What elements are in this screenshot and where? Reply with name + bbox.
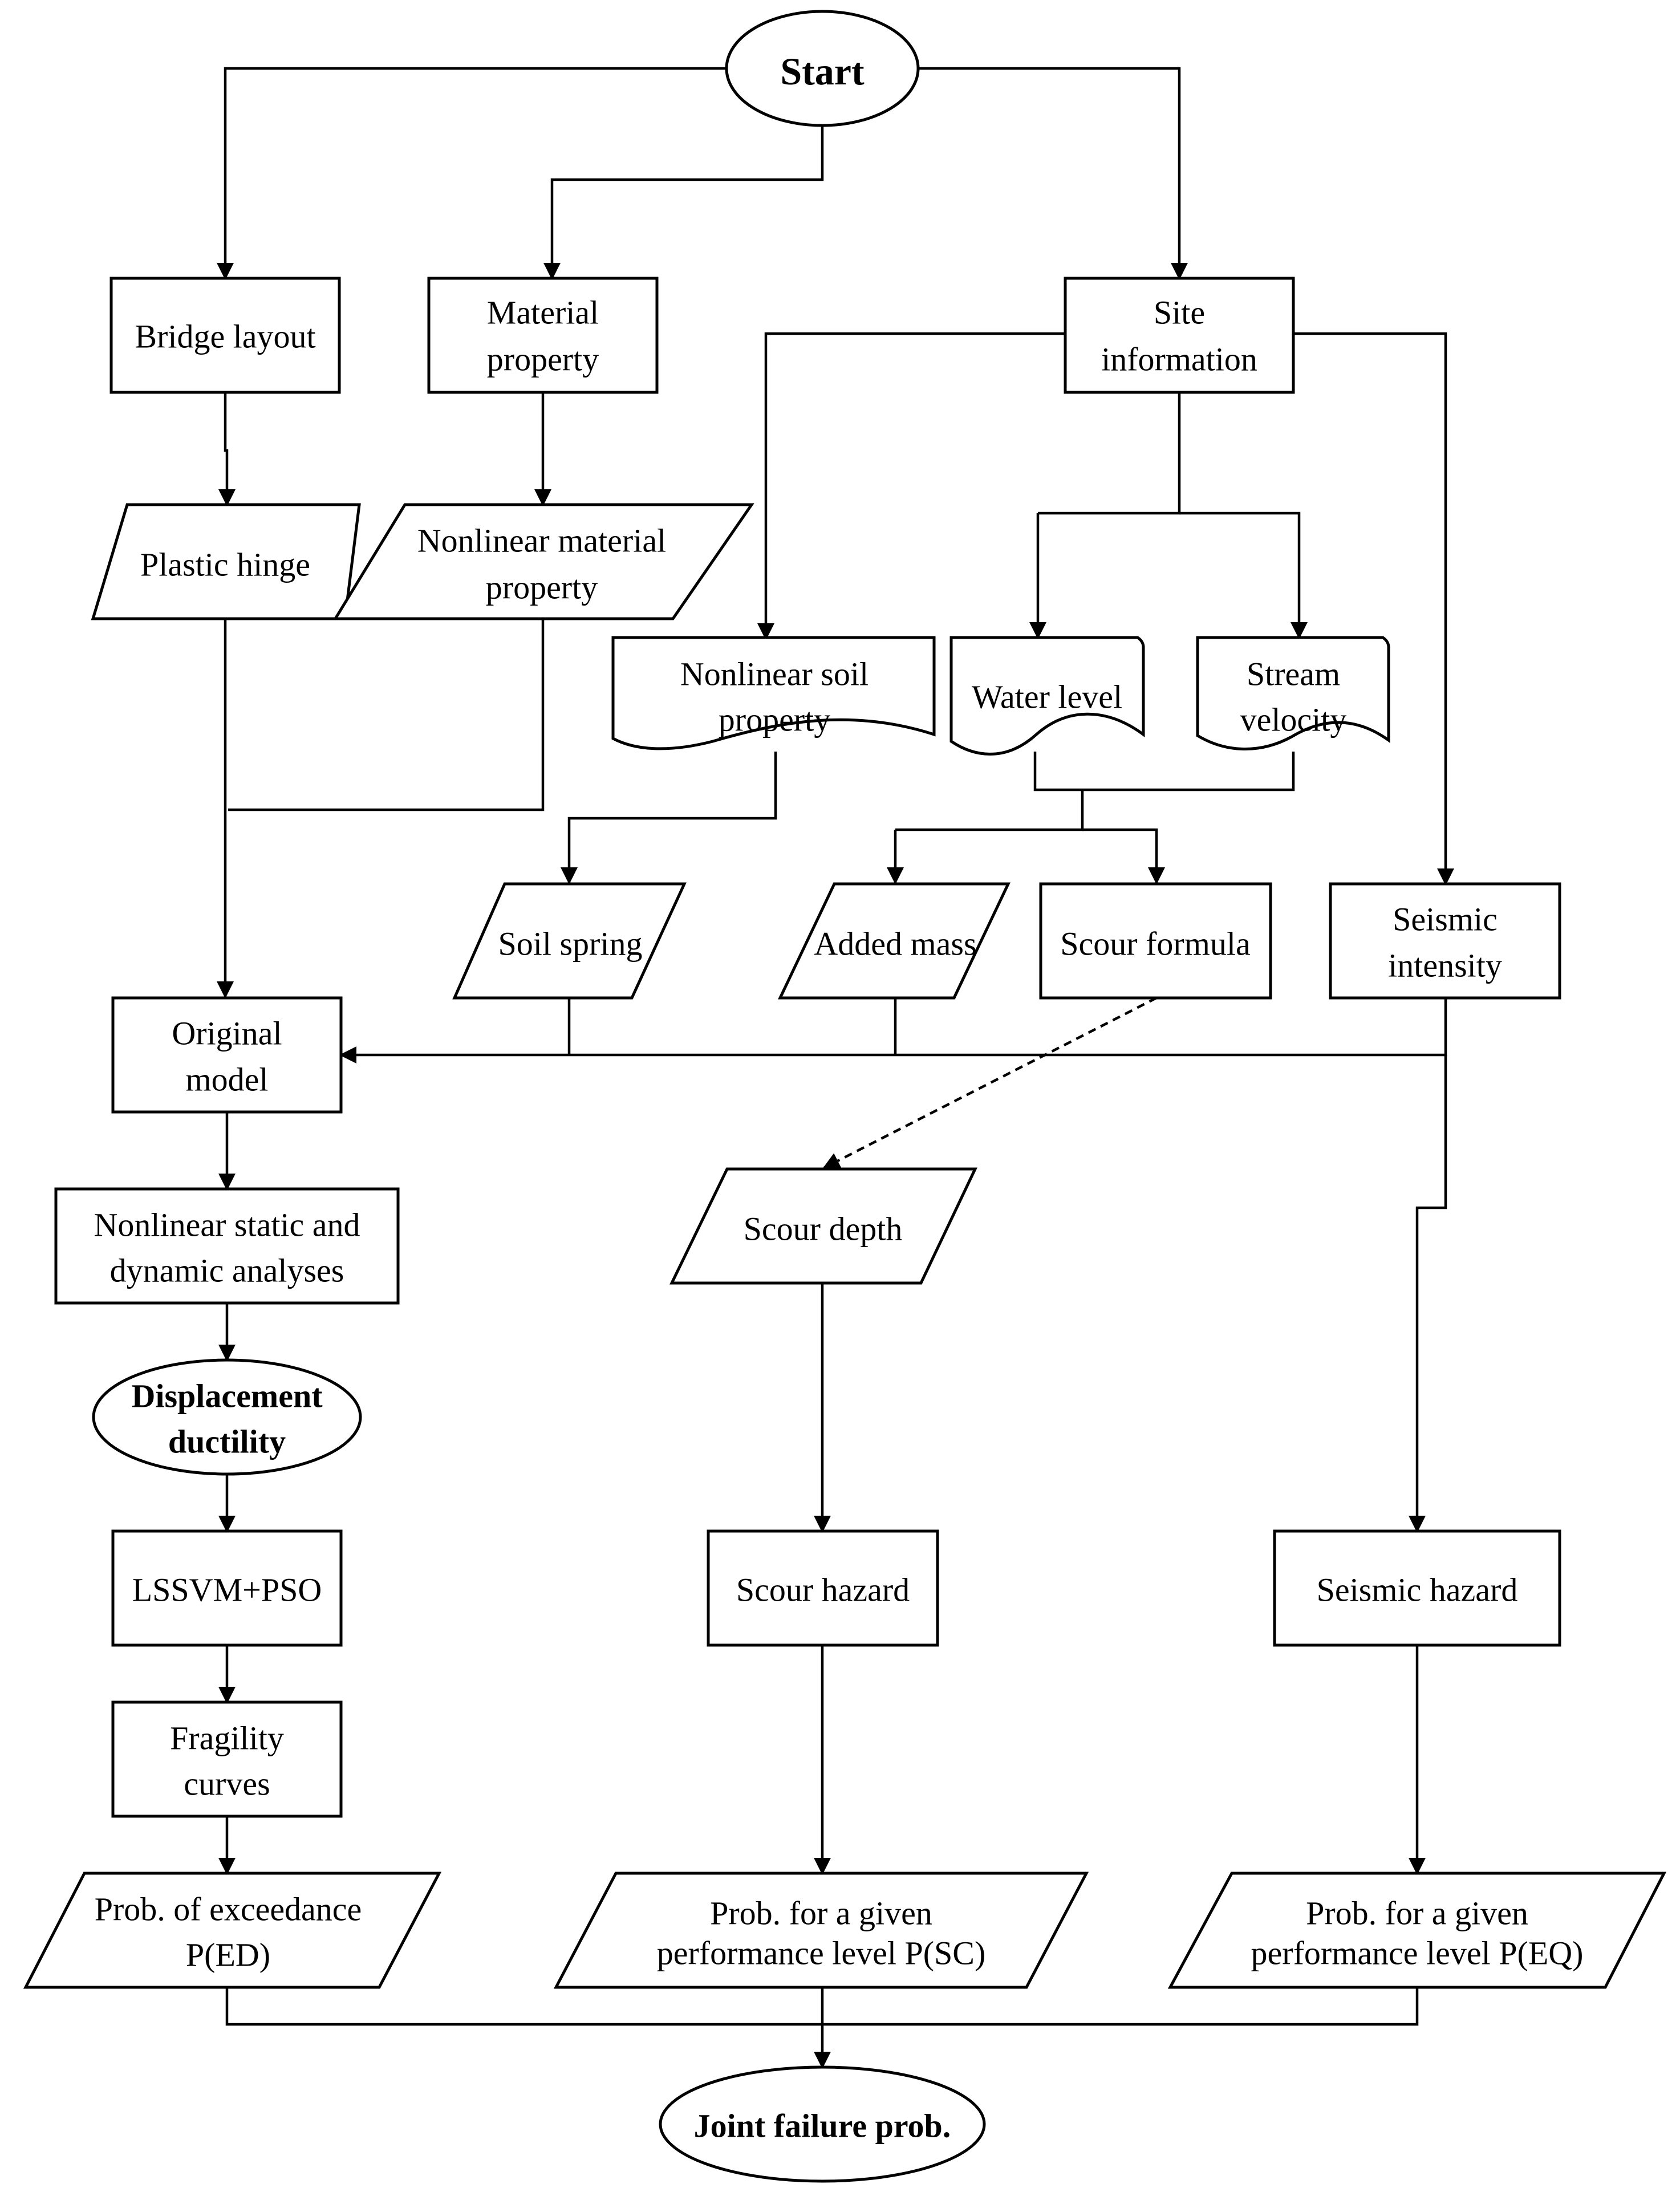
node-bridge-layout: Bridge layout: [109, 277, 341, 394]
seismic-intensity-label-1: Seismic: [1393, 901, 1498, 938]
original-model-label-2: model: [186, 1061, 269, 1098]
scour-depth-label: Scour depth: [744, 1211, 903, 1248]
fragility-curves-label-2: curves: [184, 1765, 270, 1803]
node-nonlinear-analyses: Nonlinear static and dynamic analyses: [54, 1187, 400, 1305]
node-prob-exceedance: Prob. of exceedance P(ED): [23, 1872, 442, 1989]
prob-exceedance-label-1: Prob. of exceedance: [95, 1891, 362, 1928]
scour-hazard-label: Scour hazard: [736, 1572, 910, 1609]
plastic-hinge-label: Plastic hinge: [140, 546, 310, 583]
edge-join-split: [895, 790, 1084, 831]
edge-scour-formula-scour-depth: [822, 996, 1158, 1170]
site-information-label-2: information: [1101, 341, 1257, 378]
edge-start-material-property: [543, 120, 824, 280]
soil-spring-label: Soil spring: [498, 926, 643, 963]
node-seismic-intensity: Seismic intensity: [1329, 882, 1561, 1000]
bridge-layout-label: Bridge layout: [135, 318, 315, 355]
water-level-label: Water level: [972, 679, 1122, 716]
node-nonlinear-material-property: Nonlinear material property: [332, 503, 754, 620]
site-information-label-1: Site: [1154, 294, 1205, 331]
node-scour-depth: Scour depth: [669, 1167, 977, 1285]
material-property-label-2: property: [487, 341, 599, 378]
edge-seismic-hazard-path: [1409, 1055, 1447, 1533]
edge-split-scour-formula: [1082, 828, 1165, 884]
edge-bus-original-model: [339, 998, 1447, 1064]
node-original-model: Original model: [111, 996, 343, 1114]
stream-velocity-label-1: Stream: [1247, 656, 1340, 693]
edge-nonlinear-soil-soil-spring: [561, 752, 777, 884]
displacement-ductility-label-1: Displacement: [131, 1378, 323, 1415]
node-joint-failure: Joint failure prob.: [659, 2065, 986, 2183]
edge-start-bridge-layout: [217, 67, 733, 280]
fragility-curves-label-1: Fragility: [170, 1720, 284, 1757]
node-seismic-hazard: Seismic hazard: [1273, 1529, 1561, 1647]
displacement-ductility-label-2: ductility: [168, 1423, 286, 1460]
node-added-mass: Added mass: [778, 882, 1011, 1000]
node-material-property: Material property: [427, 277, 659, 394]
edge-split-stream-velocity: [1179, 512, 1308, 639]
stream-velocity-label-2: velocity: [1240, 701, 1347, 738]
prob-eq-label-2: performance level P(EQ): [1251, 1935, 1584, 1972]
node-plastic-hinge: Plastic hinge: [91, 503, 361, 620]
scour-formula-label: Scour formula: [1060, 926, 1250, 963]
edge-site-nonlinear-soil: [757, 332, 1065, 640]
prob-eq-label-1: Prob. for a given: [1306, 1895, 1528, 1932]
node-site-information: Site information: [1064, 277, 1295, 394]
added-mass-label: Added mass: [814, 926, 976, 963]
node-soil-spring: Soil spring: [452, 882, 687, 1000]
edge-nonlinear-material-join: [228, 619, 545, 811]
edge-start-site-information: [916, 67, 1188, 280]
node-displacement-ductility: Displacement ductility: [92, 1358, 362, 1476]
original-model-label-1: Original: [172, 1015, 282, 1052]
seismic-hazard-label: Seismic hazard: [1317, 1572, 1518, 1609]
nonlinear-material-label-1: Nonlinear material: [417, 522, 666, 559]
nonlinear-soil-label-1: Nonlinear soil: [680, 656, 869, 693]
edge-bridge-layout-plastic-hinge: [218, 392, 236, 506]
nonlinear-analyses-label-2: dynamic analyses: [110, 1252, 344, 1289]
nonlinear-analyses-label-1: Nonlinear static and: [94, 1207, 360, 1244]
edge-site-seismic-intensity: [1293, 332, 1454, 886]
node-start: Start: [725, 10, 920, 127]
node-prob-sc: Prob. for a given performance level P(SC…: [553, 1872, 1089, 1989]
joint-failure-label: Joint failure prob.: [694, 2108, 951, 2145]
prob-sc-label-1: Prob. for a given: [710, 1895, 932, 1932]
material-property-label-1: Material: [487, 294, 599, 331]
edges: [217, 67, 1454, 2069]
node-stream-velocity: Stream velocity: [1196, 636, 1390, 750]
prob-exceedance-label-2: P(ED): [186, 1937, 270, 1974]
seismic-intensity-label-2: intensity: [1388, 947, 1502, 984]
node-prob-eq: Prob. for a given performance level P(EQ…: [1167, 1872, 1667, 1989]
node-scour-formula: Scour formula: [1039, 882, 1272, 1000]
start-label: Start: [780, 50, 865, 93]
edge-site-water-split: [1038, 392, 1181, 515]
lssvm-pso-label: LSSVM+PSO: [132, 1572, 322, 1609]
node-nonlinear-soil-property: Nonlinear soil property: [611, 636, 936, 750]
prob-sc-label-2: performance level P(SC): [657, 1935, 986, 1972]
edge-water-stream-join: [1033, 752, 1295, 791]
node-scour-hazard: Scour hazard: [707, 1529, 939, 1647]
node-water-level: Water level: [949, 636, 1145, 756]
nonlinear-material-label-2: property: [486, 569, 598, 606]
nonlinear-soil-label-2: property: [719, 701, 831, 738]
node-lssvm-pso: LSSVM+PSO: [111, 1529, 343, 1647]
node-fragility-curves: Fragility curves: [111, 1700, 343, 1818]
